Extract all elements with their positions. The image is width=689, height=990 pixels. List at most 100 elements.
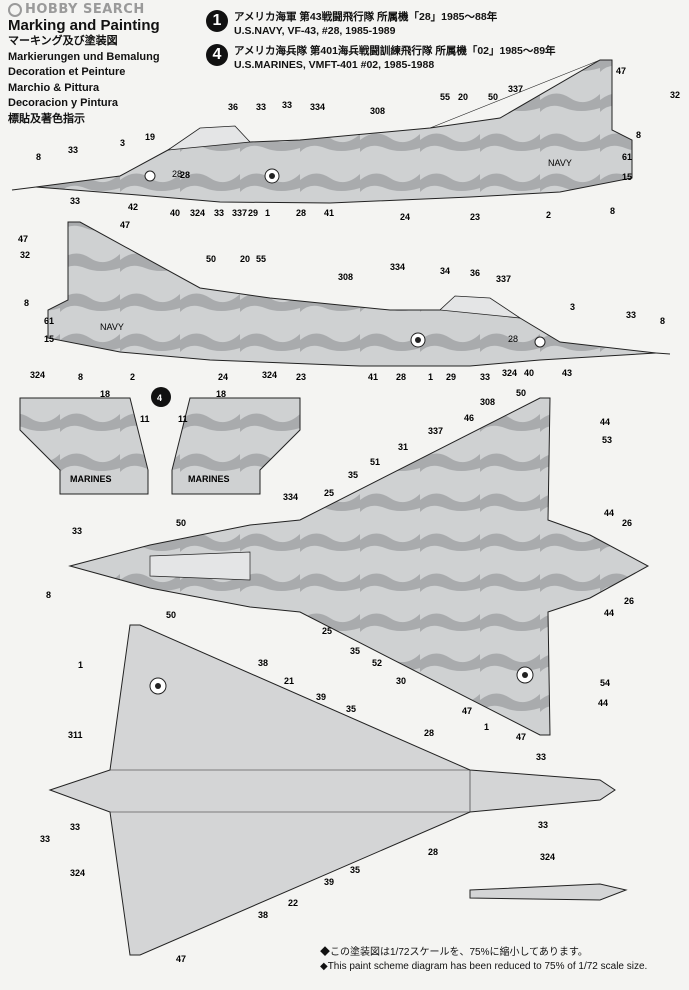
callout-side1-17: 8 <box>610 206 615 216</box>
callout-side1-16: 2 <box>546 210 551 220</box>
side1-code: 28 <box>172 169 182 179</box>
callout-side2-21: 50 <box>206 254 216 264</box>
callout-side2-18: 43 <box>562 368 572 378</box>
title-english: Marking and Painting <box>8 17 160 34</box>
callout-side1-12: 28 <box>296 208 306 218</box>
callout-plan-9: 334 <box>283 492 298 502</box>
callout-plan-30: 47 <box>516 732 526 742</box>
callout-plan-20: 44 <box>604 508 614 518</box>
callout-side2-20: 8 <box>660 316 665 326</box>
callout-side1-31: 308 <box>370 106 385 116</box>
callout-side1-3: 19 <box>145 132 155 142</box>
callout-under-14: 35 <box>350 865 360 875</box>
callout-plan-3: 324 <box>262 370 277 380</box>
callout-plan-19: 53 <box>602 435 612 445</box>
callout-plan-21: 26 <box>622 518 632 528</box>
title-italian: Marchio & Pittura <box>8 81 100 94</box>
callout-under-8: 39 <box>316 692 326 702</box>
callout-under-1: 1 <box>78 660 83 670</box>
callout-side1-20: 8 <box>636 130 641 140</box>
tail-version-badge <box>151 387 171 407</box>
callout-under-7: 21 <box>284 676 294 686</box>
callout-side1-10: 29 <box>248 208 258 218</box>
version-1: 1 アメリカ海軍 第43戦闘飛行隊 所属機「28」1985～88年 U.S.NA… <box>206 10 497 38</box>
callout-plan-11: 35 <box>348 470 358 480</box>
version-1-en: U.S.NAVY, VF-43, #28, 1985-1989 <box>234 25 396 37</box>
callout-side2-5: 61 <box>44 316 54 326</box>
callout-under-2: 311 <box>68 730 83 740</box>
callout-side1-15: 23 <box>470 212 480 222</box>
title-spanish: Decoracion y Pintura <box>8 97 119 110</box>
callout-under-18: 33 <box>40 834 50 844</box>
callout-plan-17: 46 <box>464 413 474 423</box>
title-german: Markierungen und Bemalung <box>8 50 160 63</box>
callout-under-9: 35 <box>346 704 356 714</box>
callout-side2-25: 334 <box>390 262 405 272</box>
callout-side1-23: 55 <box>440 92 450 102</box>
callout-side1-8: 33 <box>214 208 224 218</box>
callout-plan-5: 11 <box>178 414 188 424</box>
plan-view-underside <box>48 624 616 956</box>
callout-side2-24: 308 <box>338 272 353 282</box>
callout-plan-7: 8 <box>46 590 51 600</box>
callout-plan-13: 31 <box>398 442 408 452</box>
callout-side2-3: 47 <box>120 220 130 230</box>
side2-navy-text: NAVY <box>100 322 124 332</box>
callout-under-10: 28 <box>424 728 434 738</box>
callout-plan-10: 25 <box>324 488 334 498</box>
callout-plan-14: 337 <box>428 426 443 436</box>
callout-plan-8: 50 <box>176 518 186 528</box>
callout-plan-24: 52 <box>372 658 382 668</box>
drop-tank <box>469 883 628 901</box>
callout-under-12: 28 <box>428 847 438 857</box>
callout-side1-27: 36 <box>228 102 238 112</box>
callout-plan-1: 18 <box>100 389 110 399</box>
callout-side2-16: 324 <box>502 368 517 378</box>
side-view-version-4: 28 NAVY <box>47 221 671 367</box>
callout-plan-15: 308 <box>480 397 495 407</box>
callout-side2-22: 20 <box>240 254 250 264</box>
version-1-jp: アメリカ海軍 第43戦闘飛行隊 所属機「28」1985～88年 <box>234 11 498 23</box>
tail-fin-right: MARINES <box>171 397 301 495</box>
callout-plan-2: 11 <box>140 414 150 424</box>
callout-side2-27: 36 <box>470 268 480 278</box>
note-japanese: ◆この塗装図は1/72スケールを、75%に縮小してあります。 <box>320 947 588 958</box>
watermark: HOBBY SEARCH <box>8 2 145 17</box>
callout-side1-6: 40 <box>170 208 180 218</box>
plan-view-top <box>68 397 650 736</box>
callout-under-11: 33 <box>536 752 546 762</box>
watermark-text: HOBBY SEARCH <box>25 2 145 17</box>
callout-plan-31: 1 <box>484 722 489 732</box>
callout-side1-4: 28 <box>180 170 190 180</box>
callout-plan-23: 35 <box>350 646 360 656</box>
side-view-version-1: 28 NAVY <box>11 59 633 204</box>
callout-side2-19: 33 <box>626 310 636 320</box>
callout-plan-12: 51 <box>370 457 380 467</box>
tail-version-badge-text: 4 <box>157 393 162 403</box>
title-chinese: 標貼及著色指示 <box>8 112 85 125</box>
callout-plan-4: 18 <box>216 389 226 399</box>
callout-plan-29: 44 <box>598 698 608 708</box>
callout-side1-24: 20 <box>458 92 468 102</box>
version-4-en: U.S.MARINES, VMFT-401 #02, 1985-1988 <box>234 59 435 71</box>
callout-side1-25: 50 <box>488 92 498 102</box>
callout-side1-14: 24 <box>400 212 410 222</box>
callout-side1-2: 3 <box>120 138 125 148</box>
callout-side1-0: 33 <box>68 145 78 155</box>
callout-side1-18: 15 <box>622 172 632 182</box>
side1-navy-text: NAVY <box>548 158 572 168</box>
callout-plan-26: 26 <box>624 596 634 606</box>
tail-fin-left: MARINES <box>19 397 149 495</box>
callout-side1-7: 324 <box>190 208 205 218</box>
callout-side2-0: 33 <box>70 196 80 206</box>
callout-side2-9: 24 <box>218 372 228 382</box>
callout-side1-11: 1 <box>265 208 270 218</box>
callout-under-4: 324 <box>70 868 85 878</box>
callout-side2-10: 23 <box>296 372 306 382</box>
version-1-badge: 1 <box>206 10 228 32</box>
note-english: ◆This paint scheme diagram has been redu… <box>320 961 648 972</box>
tail-right-marines-text: MARINES <box>188 474 230 484</box>
callout-side1-13: 41 <box>324 208 334 218</box>
callout-side2-7: 8 <box>78 372 83 382</box>
